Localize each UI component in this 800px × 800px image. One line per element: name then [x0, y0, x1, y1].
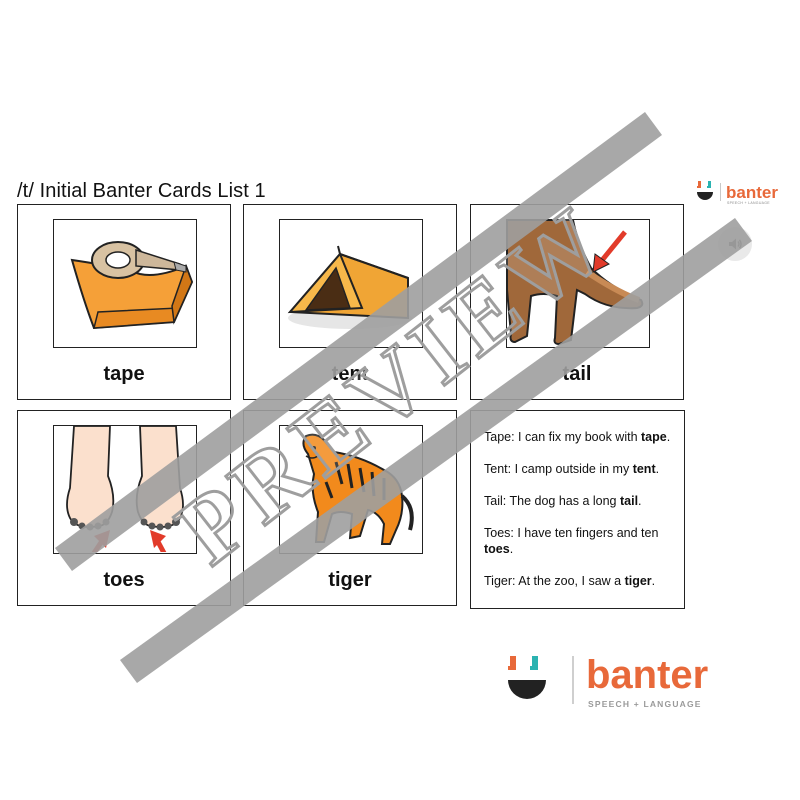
- card-label: tail: [562, 363, 592, 385]
- card-tape[interactable]: tape: [17, 204, 231, 400]
- toes-icon: [66, 426, 184, 553]
- card-image-tail: [506, 219, 650, 348]
- header-logo: banter SPEECH + LANGUAGE: [696, 181, 778, 205]
- page-title: /t/ Initial Banter Cards List 1: [17, 180, 266, 202]
- logo-divider: [572, 656, 574, 704]
- logo-divider: [720, 183, 721, 201]
- sentences-card: Tape: I can fix my book with tape. Tent:…: [470, 410, 685, 609]
- logo-subtitle: SPEECH + LANGUAGE: [588, 699, 702, 709]
- logo-word: banter: [586, 653, 709, 697]
- card-tail[interactable]: tail: [470, 204, 684, 400]
- card-image-tiger: [279, 425, 423, 554]
- tape-dispenser-icon: [70, 241, 194, 330]
- footer-logo: banter SPEECH + LANGUAGE: [506, 652, 726, 714]
- card-tiger[interactable]: tiger: [243, 410, 457, 606]
- logo-word: banter: [726, 182, 778, 202]
- speaker-icon: [729, 238, 742, 250]
- audio-button[interactable]: [718, 227, 752, 261]
- sentence-tiger: Tiger: At the zoo, I saw a tiger.: [484, 574, 656, 588]
- card-label: toes: [103, 569, 145, 591]
- card-image-tape: [53, 219, 197, 348]
- sentence-tape: Tape: I can fix my book with tape.: [484, 430, 671, 444]
- banter-logo-icon: [697, 181, 713, 200]
- sentence-tail: Tail: The dog has a long tail.: [484, 494, 642, 508]
- sentence-tent: Tent: I camp outside in my tent.: [484, 462, 660, 476]
- tiger-icon: [302, 433, 414, 545]
- card-image-tent: [279, 219, 423, 348]
- banter-logo-icon: [508, 656, 546, 699]
- card-toes[interactable]: toes: [17, 410, 231, 606]
- logo-subtitle: SPEECH + LANGUAGE: [727, 201, 770, 205]
- card-label: tent: [331, 363, 369, 385]
- card-label: tiger: [328, 569, 372, 591]
- card-label: tape: [103, 363, 145, 385]
- card-image-toes: [53, 425, 197, 554]
- dog-tail-icon: [507, 220, 644, 346]
- tent-icon: [287, 245, 412, 329]
- card-tent[interactable]: tent: [243, 204, 457, 400]
- sentence-toes: Toes: I have ten fingers and ten toes.: [484, 526, 659, 556]
